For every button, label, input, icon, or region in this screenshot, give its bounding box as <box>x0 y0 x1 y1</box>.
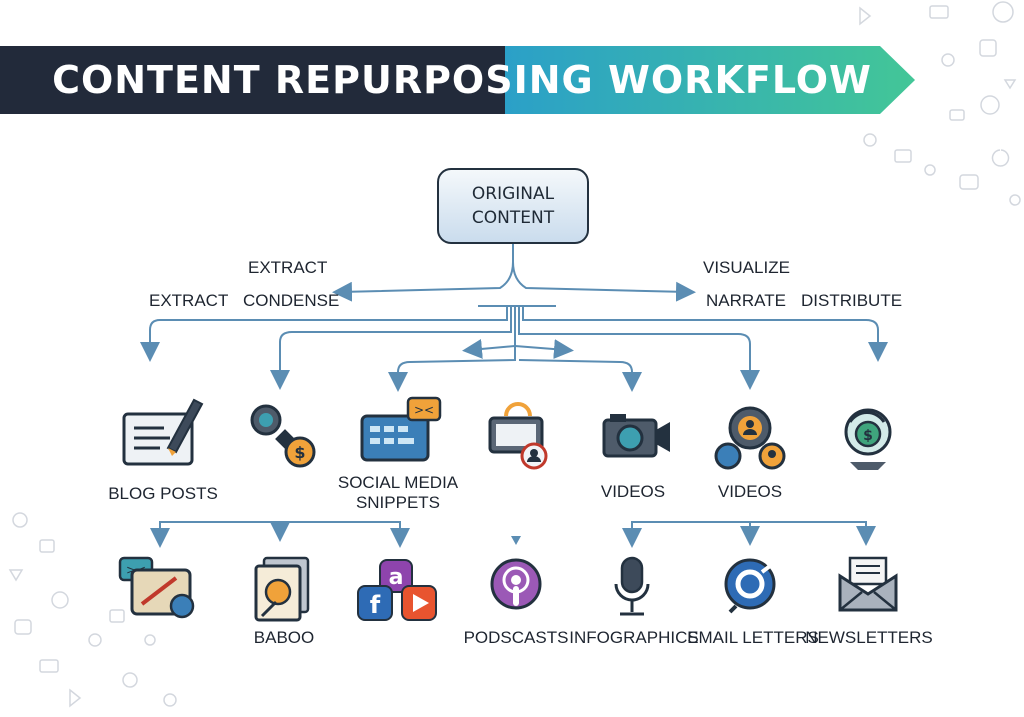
action-label-visualize: VISUALIZE <box>703 258 790 277</box>
design-tablet-icon: >< <box>118 556 195 619</box>
banner-shape <box>0 46 915 114</box>
action-label-condense: CONDENSE <box>243 291 340 310</box>
newsletter-envelope-icon <box>838 556 898 612</box>
camera-icon <box>602 414 670 458</box>
svg-text:a: a <box>389 565 404 590</box>
output-label-videos-a: VIDEOS <box>600 482 666 501</box>
root-label-line2: CONTENT <box>471 208 555 228</box>
gear-dollar-icon: $ <box>250 404 316 468</box>
svg-text:$: $ <box>863 428 873 444</box>
output-label-videos-b: VIDEOS <box>717 482 783 501</box>
blog-post-icon <box>122 398 204 466</box>
social-platforms-icon: a f <box>357 559 437 621</box>
output-label-newsletters: NEWSLETTERS <box>805 628 933 647</box>
output-label-email-letters: EMAIL LETTERS <box>687 628 819 647</box>
action-label-extract-upper: EXTRACT <box>248 258 328 277</box>
social-media-snippet-icon: >< <box>360 396 442 462</box>
svg-text:><: >< <box>414 403 434 417</box>
page-title: CONTENT REPURPOSING WORKFLOW <box>52 58 872 102</box>
social-label-line1: SOCIAL MEDIA <box>337 473 459 492</box>
monitor-user-icon <box>488 402 548 470</box>
output-label-social-media: SOCIAL MEDIA SNIPPETS <box>338 473 458 513</box>
microphone-icon <box>614 556 650 616</box>
recycle-dollar-icon: $ <box>844 408 892 470</box>
podcast-icon <box>490 558 542 610</box>
action-label-extract: EXTRACT <box>149 291 229 310</box>
output-label-baboo: BABOO <box>253 628 315 647</box>
output-label-blog-posts: BLOG POSTS <box>108 484 218 503</box>
email-circle-icon <box>724 558 776 614</box>
output-label-podcasts: PODSCASTS <box>463 628 569 647</box>
svg-text:f: f <box>370 591 381 619</box>
title-banner <box>0 46 915 114</box>
action-label-narrate: NARRATE <box>706 291 786 310</box>
svg-text:$: $ <box>294 443 305 462</box>
gear-users-icon <box>714 406 786 470</box>
original-content-node: ORIGINAL CONTENT <box>437 168 589 244</box>
output-label-infographics: INFOGRAPHICS <box>569 628 699 647</box>
document-stack-icon <box>254 556 310 622</box>
social-label-line2: SNIPPETS <box>355 493 441 512</box>
action-label-distribute: DISTRIBUTE <box>801 291 903 310</box>
root-label-line1: ORIGINAL <box>471 184 555 204</box>
